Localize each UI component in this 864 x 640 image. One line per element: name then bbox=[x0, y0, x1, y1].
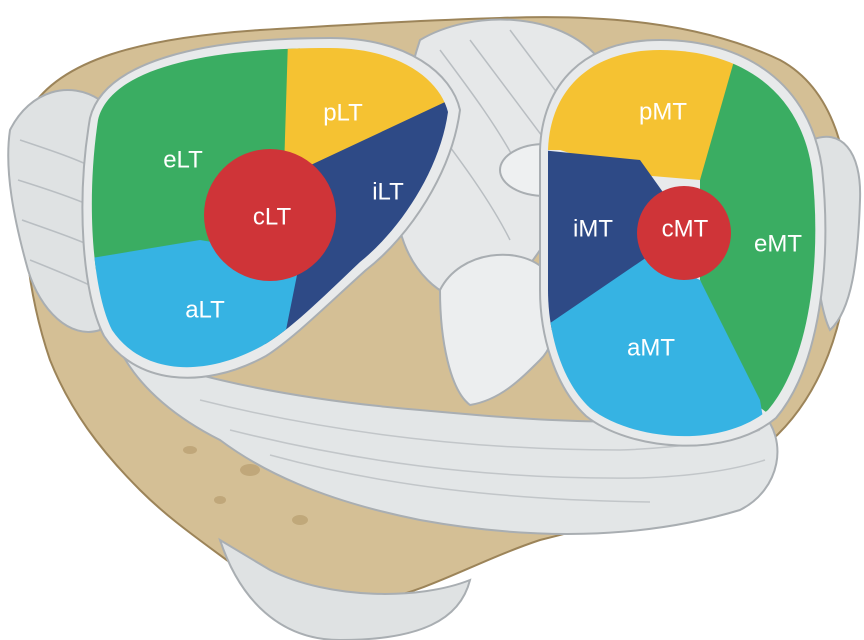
lateral-plateau bbox=[81, 36, 462, 379]
region-iMT bbox=[548, 150, 690, 330]
medial-plateau bbox=[539, 38, 827, 447]
label-iLT: iLT bbox=[372, 178, 404, 205]
label-eMT: eMT bbox=[754, 230, 802, 257]
region-cMT bbox=[637, 186, 731, 280]
label-pMT: pMT bbox=[639, 98, 687, 125]
region-iLT bbox=[260, 95, 448, 360]
patellar-tendon-stub bbox=[218, 537, 472, 640]
label-eLT: eLT bbox=[163, 146, 203, 173]
acl-stump bbox=[438, 253, 557, 407]
region-labels: eLT pLT iLT cLT aLT pMT iMT cMT eMT aMT bbox=[163, 98, 802, 361]
label-cLT: cLT bbox=[253, 203, 292, 230]
label-pLT: pLT bbox=[323, 99, 363, 126]
region-pMT bbox=[548, 50, 740, 180]
region-cLT bbox=[204, 149, 336, 281]
region-aMT bbox=[548, 255, 770, 437]
label-iMT: iMT bbox=[573, 215, 613, 242]
region-pLT bbox=[284, 48, 448, 170]
label-cMT: cMT bbox=[662, 215, 709, 242]
label-aLT: aLT bbox=[185, 296, 225, 323]
label-aMT: aMT bbox=[627, 334, 675, 361]
